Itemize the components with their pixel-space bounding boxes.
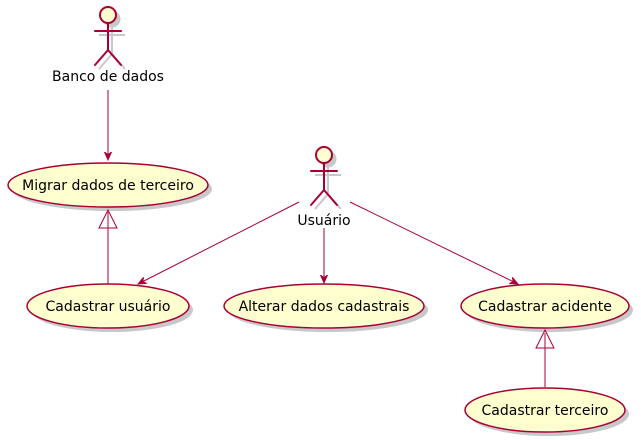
- usecase-ellipse: [7, 162, 209, 208]
- usecase-label: Migrar dados de terceiro: [22, 178, 194, 194]
- usecase-ellipse: [223, 283, 425, 329]
- relation-association-usuario-cad_acidente: [349, 201, 518, 284]
- usecase-label: Cadastrar acidente: [478, 299, 612, 315]
- usecase-cad_terceiro: Cadastrar terceiro: [464, 387, 626, 433]
- actor-label: Usuário: [297, 213, 350, 229]
- generalization-triangle: [98, 208, 118, 229]
- actor-body: [94, 22, 122, 66]
- usecase-alterar: Alterar dados cadastrais: [223, 283, 425, 329]
- actor-label: Banco de dados: [52, 69, 164, 85]
- usecase-ellipse: [460, 283, 630, 329]
- relations-layer: [98, 90, 555, 387]
- relation-association-usuario-cad_usuario: [138, 201, 300, 284]
- usecase-label: Cadastrar usuário: [46, 299, 171, 315]
- relation-generalization-cad_terceiro-cad_acidente: [535, 328, 555, 387]
- actor-head: [99, 6, 117, 24]
- actor-usuario: Usuário: [297, 146, 351, 229]
- usecase-ellipse: [464, 387, 626, 433]
- usecase-cad_acidente: Cadastrar acidente: [460, 283, 630, 329]
- generalization-triangle: [535, 328, 555, 349]
- actor-head: [315, 146, 333, 164]
- association-line: [349, 201, 518, 284]
- actor-body: [310, 162, 338, 206]
- usecase-label: Cadastrar terceiro: [482, 403, 609, 419]
- usecase-label: Alterar dados cadastrais: [239, 299, 410, 315]
- usecase-cad_usuario: Cadastrar usuário: [26, 283, 190, 329]
- actor-banco: Banco de dados: [52, 6, 164, 85]
- usecase-migrar: Migrar dados de terceiro: [7, 162, 209, 208]
- association-line: [138, 201, 300, 284]
- usecase-ellipse: [26, 283, 190, 329]
- relation-generalization-cad_usuario-migrar: [98, 208, 118, 284]
